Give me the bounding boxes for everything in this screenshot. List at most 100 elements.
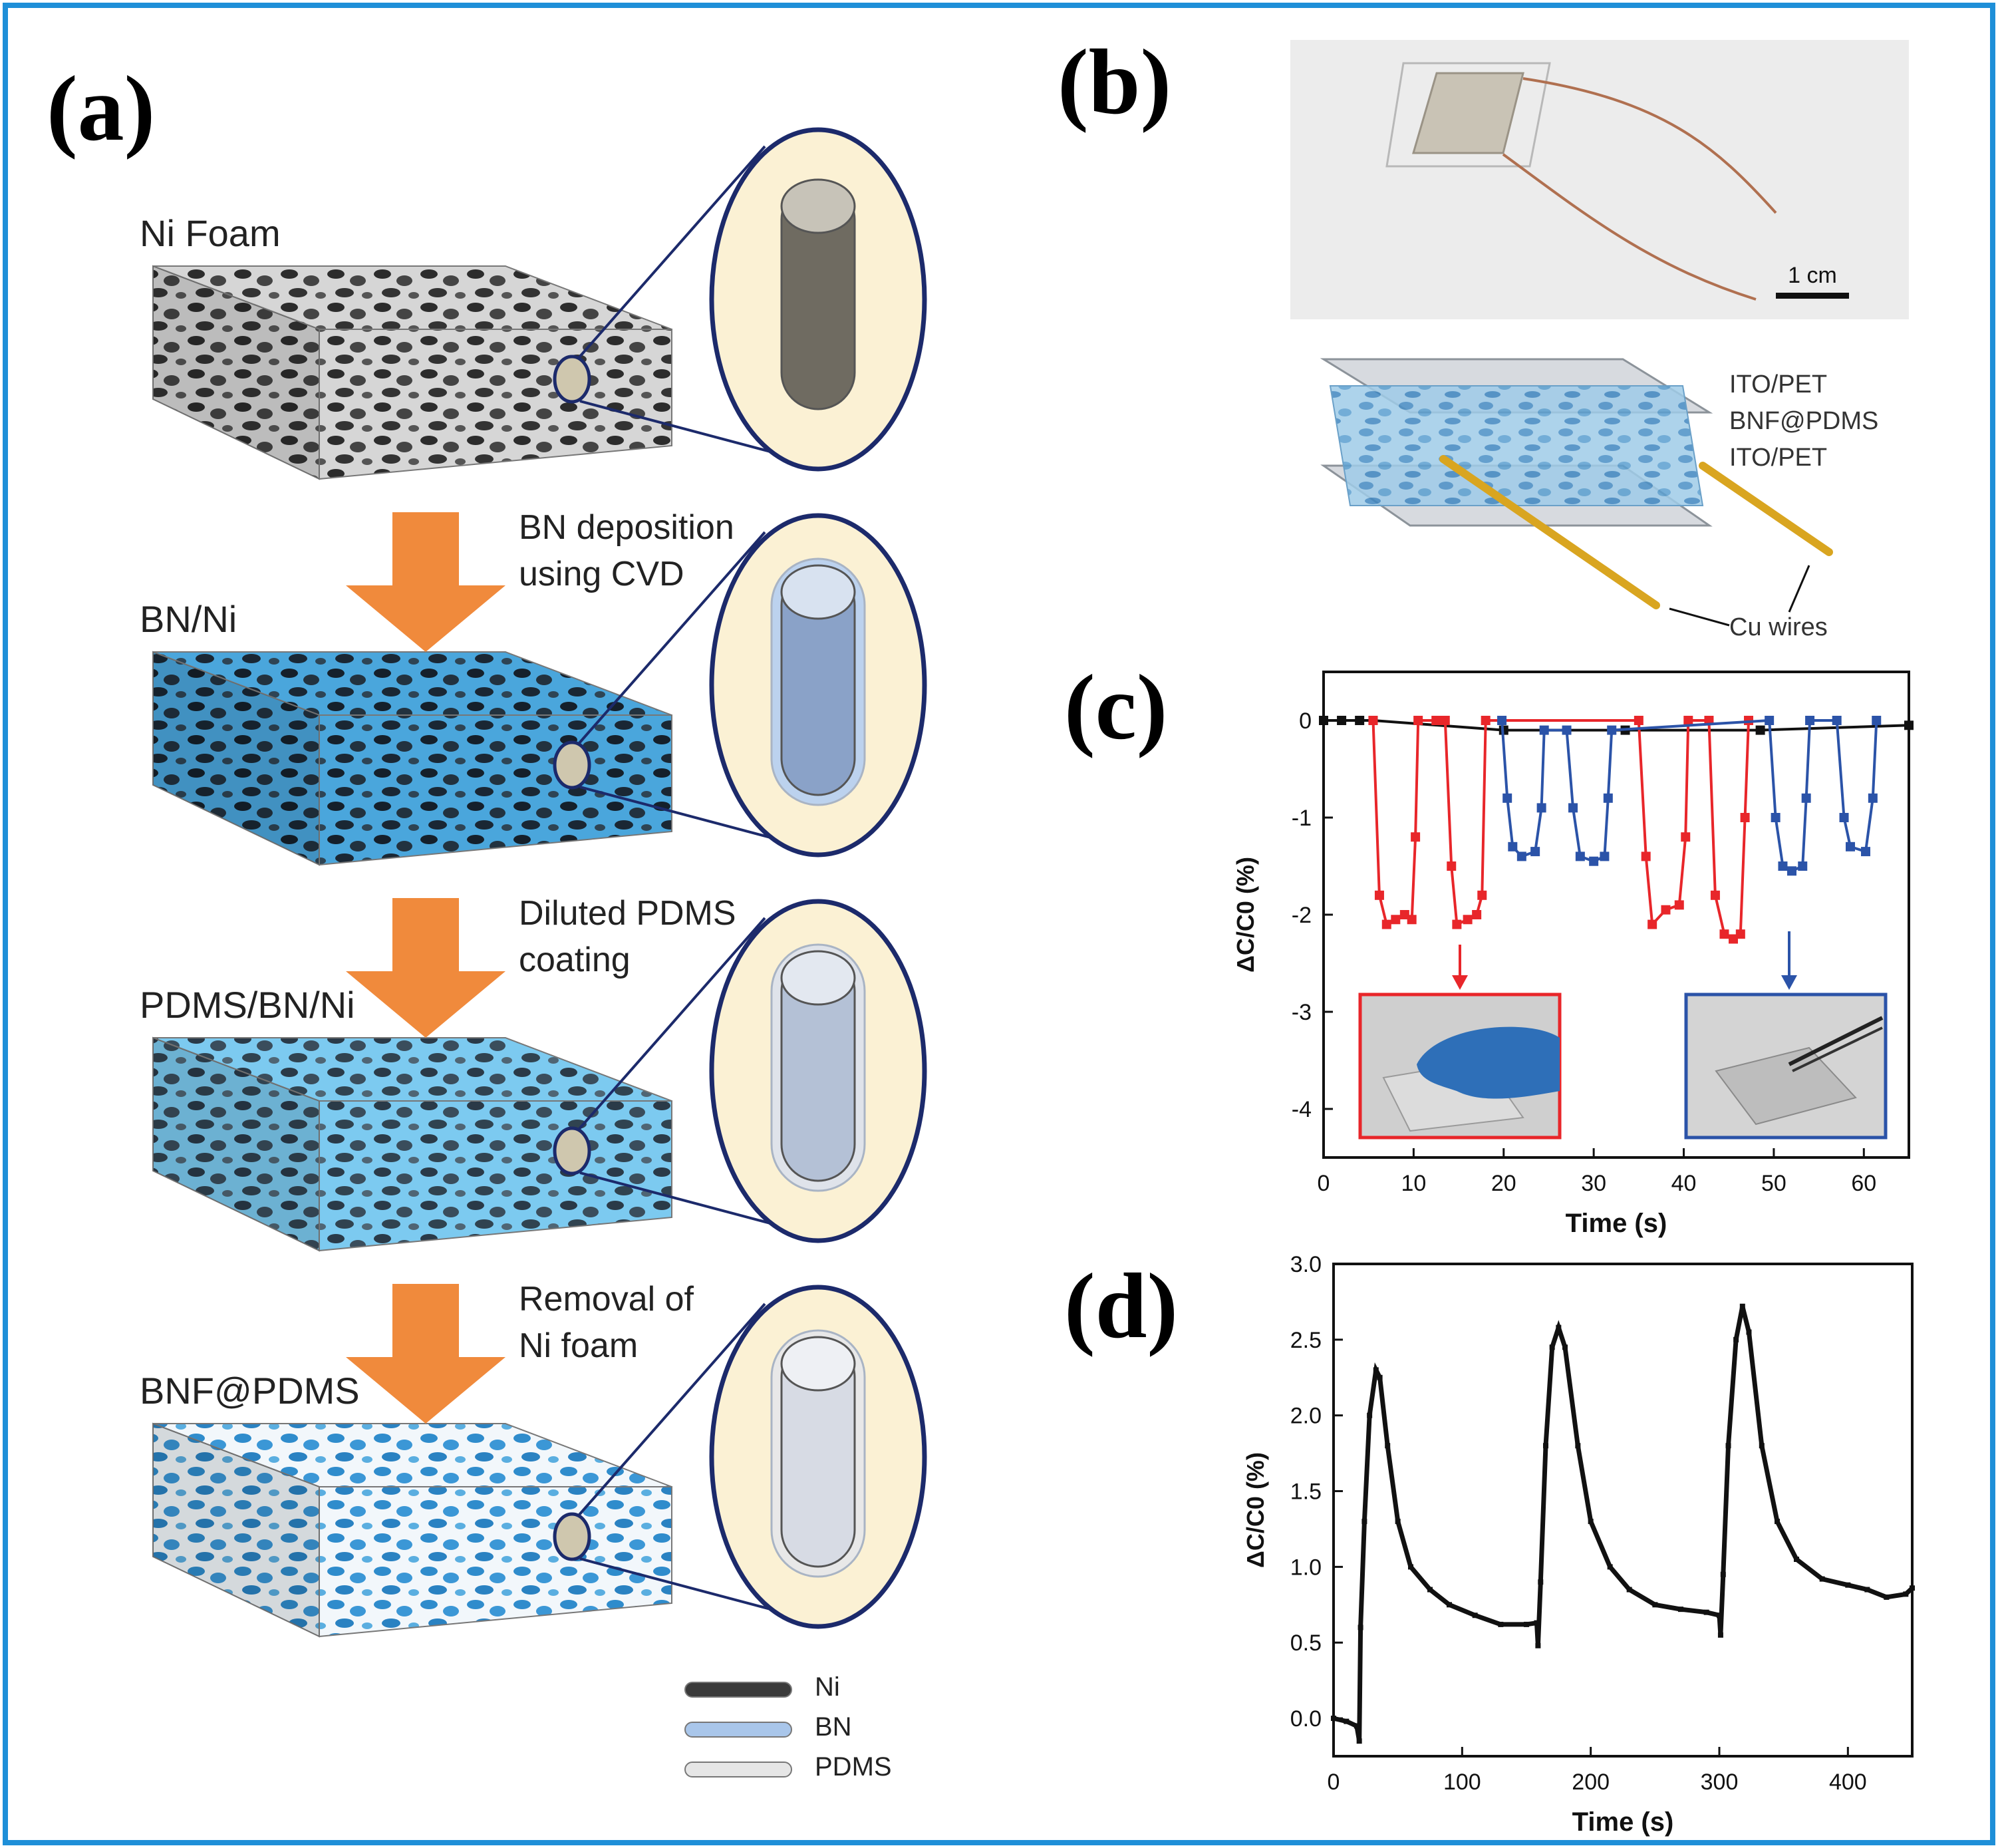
device-photo: 1 cm bbox=[1290, 40, 1909, 319]
inset-tweezer-touch bbox=[1684, 993, 1888, 1140]
data-point bbox=[1538, 1579, 1544, 1585]
data-point bbox=[1508, 842, 1518, 851]
data-point bbox=[1447, 861, 1457, 871]
y-tick-label: 3.0 bbox=[1290, 1252, 1322, 1277]
figure-frame bbox=[3, 3, 1995, 1845]
data-point bbox=[1452, 919, 1462, 929]
data-point bbox=[1411, 832, 1421, 842]
data-point bbox=[1683, 716, 1693, 725]
data-point bbox=[1755, 725, 1765, 735]
data-point bbox=[1367, 1412, 1373, 1418]
zoom-line bbox=[579, 1557, 799, 1618]
data-point bbox=[1778, 861, 1788, 871]
panel-b-label: (b) bbox=[1058, 31, 1171, 134]
stage-2: BN/Ni bbox=[140, 513, 927, 866]
zoom-source bbox=[553, 740, 591, 790]
data-point bbox=[1431, 716, 1441, 725]
x-tick-label: 10 bbox=[1401, 1171, 1426, 1196]
data-point bbox=[1719, 929, 1729, 939]
data-point bbox=[1516, 851, 1526, 861]
legend-swatch bbox=[684, 1722, 792, 1738]
data-point bbox=[1674, 900, 1684, 910]
data-point bbox=[1872, 716, 1882, 725]
data-point bbox=[1603, 793, 1613, 803]
y-axis-label: ΔC/C0 (%) bbox=[1232, 857, 1259, 973]
step-caption-line1: Diluted PDMS bbox=[519, 894, 736, 933]
data-point bbox=[1839, 813, 1849, 822]
data-point bbox=[1717, 1632, 1723, 1638]
stage-name: BNF@PDMS bbox=[140, 1370, 360, 1412]
data-point bbox=[1703, 1609, 1709, 1615]
step-caption-line1: Removal of bbox=[519, 1280, 694, 1318]
data-point bbox=[1427, 1587, 1433, 1593]
data-point bbox=[1440, 716, 1450, 725]
x-tick-label: 200 bbox=[1572, 1770, 1610, 1795]
legend-swatch bbox=[684, 1682, 792, 1698]
foam-shade bbox=[153, 266, 319, 479]
data-point bbox=[1543, 1443, 1548, 1449]
x-tick-label: 100 bbox=[1443, 1770, 1481, 1795]
bnf-pdms-block bbox=[1329, 385, 1704, 506]
cu-wire-left bbox=[1439, 455, 1660, 609]
y-tick-label: 2.0 bbox=[1290, 1404, 1322, 1429]
zoom-source bbox=[553, 1512, 591, 1561]
data-point bbox=[1361, 1519, 1367, 1525]
cu-wire-right bbox=[1699, 462, 1833, 556]
data-point bbox=[1319, 716, 1328, 725]
layer-label-top: ITO/PET bbox=[1729, 371, 1827, 398]
layer-label-middle: BNF@PDMS bbox=[1729, 407, 1878, 435]
data-point bbox=[1805, 716, 1815, 725]
zoom-source bbox=[553, 355, 591, 404]
x-tick-label: 60 bbox=[1851, 1171, 1876, 1196]
series-line bbox=[1371, 719, 1750, 941]
y-tick-label: 1.5 bbox=[1290, 1479, 1322, 1505]
data-point bbox=[1794, 1557, 1799, 1562]
data-point bbox=[1904, 720, 1914, 730]
y-tick-label: 1.0 bbox=[1290, 1555, 1322, 1580]
data-point bbox=[1819, 1576, 1825, 1582]
zoom-line bbox=[579, 786, 799, 846]
stage-name: PDMS/BN/Ni bbox=[140, 984, 355, 1026]
strut-top bbox=[780, 950, 856, 1006]
data-point bbox=[1733, 1336, 1739, 1342]
zoom-source bbox=[553, 1126, 591, 1175]
data-point bbox=[1725, 1443, 1731, 1449]
data-point bbox=[1647, 919, 1657, 929]
data-point bbox=[1502, 793, 1512, 803]
x-tick-label: 30 bbox=[1581, 1171, 1606, 1196]
data-point bbox=[1407, 915, 1417, 925]
step-caption-line2: Ni foam bbox=[519, 1326, 638, 1365]
zoom-line bbox=[579, 1171, 799, 1232]
legend-label: BN bbox=[815, 1712, 852, 1742]
data-point bbox=[1846, 842, 1855, 851]
data-point bbox=[1729, 934, 1738, 944]
data-point bbox=[1377, 1374, 1383, 1380]
data-point bbox=[1408, 1564, 1413, 1570]
data-point bbox=[1472, 910, 1482, 919]
step-caption-line2: using CVD bbox=[519, 555, 684, 593]
stage-1: Ni Foam bbox=[140, 127, 927, 480]
data-point bbox=[1368, 716, 1378, 725]
data-point bbox=[1575, 1443, 1581, 1449]
cu-wires-pointer-2 bbox=[1788, 565, 1810, 613]
data-point bbox=[1868, 793, 1878, 803]
foam-shade bbox=[153, 1038, 319, 1251]
data-point bbox=[1562, 1344, 1568, 1350]
scale-bar bbox=[1776, 293, 1849, 299]
x-tick-label: 0 bbox=[1318, 1171, 1330, 1196]
strut-top bbox=[780, 1336, 856, 1392]
down-arrow bbox=[346, 512, 505, 652]
series-1 bbox=[1319, 716, 1914, 735]
data-point bbox=[1498, 1621, 1504, 1627]
data-point bbox=[1549, 1344, 1555, 1350]
data-point bbox=[1385, 1443, 1391, 1449]
data-point bbox=[1787, 866, 1796, 876]
data-point bbox=[1413, 716, 1423, 725]
data-point bbox=[1641, 851, 1651, 861]
